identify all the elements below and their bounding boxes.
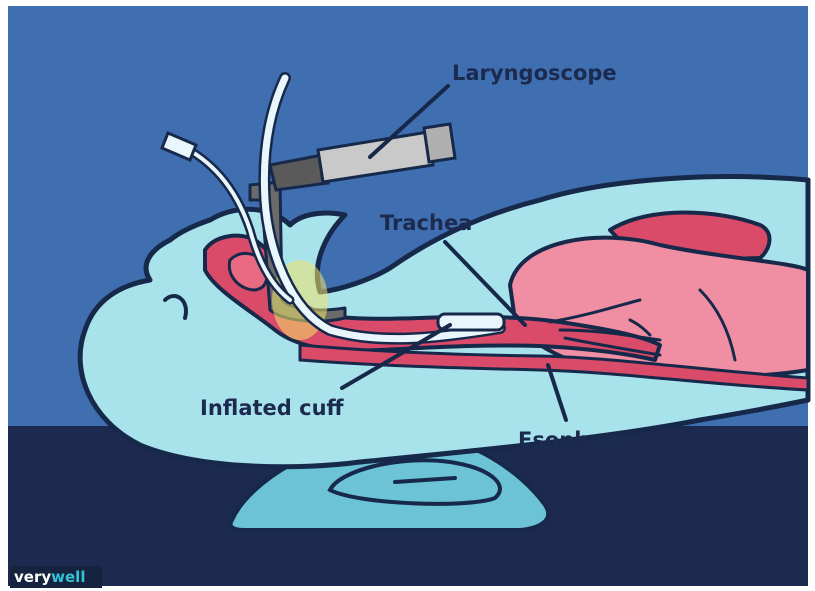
brand-very: very	[14, 568, 51, 586]
brand-well: well	[51, 568, 85, 586]
laryngoscope-cap	[424, 124, 455, 162]
laryngoscope-label: Laryngoscope	[452, 61, 617, 85]
inflated-cuff-label: Inflated cuff	[200, 396, 345, 420]
brand-logo: verywell	[14, 568, 85, 586]
esophagus-label: Esophagus	[518, 428, 646, 452]
trachea-label: Trachea	[380, 211, 472, 235]
